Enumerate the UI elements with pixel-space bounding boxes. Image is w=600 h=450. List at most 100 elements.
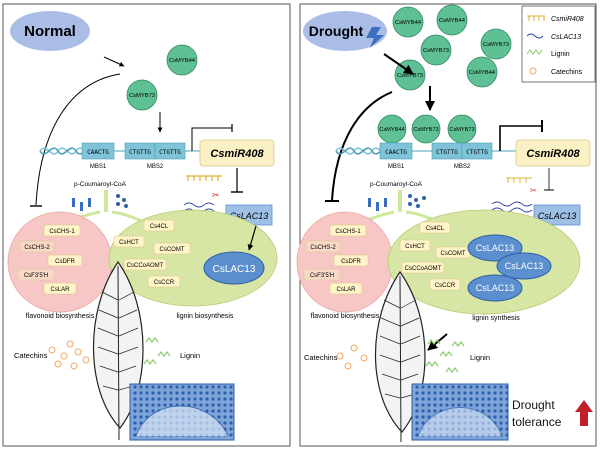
lac13-protein-label: CsLAC13 bbox=[213, 264, 256, 275]
lignin-squiggles bbox=[143, 337, 171, 365]
lignin-gene-1: CsHCT bbox=[119, 240, 139, 246]
lac13-mrna-1 bbox=[183, 202, 215, 208]
lignin-biosynthesis-label: lignin biosynthesis bbox=[177, 313, 234, 320]
legend-item-3: Catechins bbox=[551, 69, 583, 76]
outcome-line2: tolerance bbox=[512, 415, 562, 429]
leaf-veins bbox=[97, 291, 139, 391]
arrow-lac-box-to-protein bbox=[247, 225, 257, 251]
catechin-circles-r bbox=[336, 344, 368, 370]
flav-gene-2: CsDFR bbox=[55, 259, 75, 265]
flav-gene-0-box bbox=[43, 224, 81, 237]
csmir408-label-r: CsmiR408 bbox=[526, 148, 580, 160]
bound-myb-label-2: CsMYB73 bbox=[449, 127, 474, 133]
bound-myb-bubble-1 bbox=[411, 114, 441, 144]
seq-caactg-r: CAACTG bbox=[385, 149, 407, 156]
inhibit-curve bbox=[35, 73, 121, 206]
flav-gene-r-0: CsCHS-1 bbox=[335, 229, 361, 235]
myb44-label: CsMYB44 bbox=[169, 58, 196, 64]
catechin-circles bbox=[48, 340, 90, 370]
lignin-gene-r-0-box bbox=[419, 221, 451, 234]
promoter-arrow-r bbox=[499, 125, 542, 151]
catechins-label: Catechins bbox=[14, 351, 48, 360]
seq-ctgttg-2-r: CTGTTG bbox=[466, 149, 488, 156]
lac13-protein-label-r-0: CsLAC13 bbox=[476, 243, 515, 253]
lightning-icon bbox=[366, 27, 384, 48]
drought-title: Drought bbox=[309, 23, 364, 39]
coumaroyl-coa-label-r: p-Coumaroyl-CoA bbox=[370, 181, 423, 188]
lignin-gene-r-4: CsCCR bbox=[435, 283, 456, 289]
scissors-icon-r: ✂ bbox=[530, 186, 537, 195]
lignin-gene-r-1-box bbox=[399, 239, 431, 252]
leaf-veins-r bbox=[379, 299, 421, 399]
myb-label-r-1: CsMYB44 bbox=[439, 18, 466, 24]
lignin-gene-r-3-box bbox=[401, 261, 445, 274]
coa-dots bbox=[116, 194, 128, 208]
flav-gene-r-2: CsDFR bbox=[341, 259, 361, 265]
myb-bubble-r-2 bbox=[420, 34, 452, 66]
mirna-marks-r bbox=[506, 177, 532, 183]
lignin-squiggles-r bbox=[425, 339, 465, 373]
csmir408-box-r bbox=[515, 139, 591, 167]
left-panel: Normal CsMYB44 CsMYB73 CAACTG CTGTTG CTG… bbox=[7, 11, 278, 441]
bound-myb-label-0: CsMYB44 bbox=[379, 127, 404, 133]
lignin-gene-3: CsCCoAOMT bbox=[127, 263, 164, 269]
myb-bubble-r-4 bbox=[466, 56, 498, 88]
flavonoid-label: flavonoid biosynthesis bbox=[26, 313, 95, 320]
legend-catechin-icon bbox=[529, 67, 537, 75]
flav-gene-4-box bbox=[43, 282, 77, 295]
flav-gene-0: CsCHS-1 bbox=[49, 229, 75, 235]
lac13-protein-label-r-2: CsLAC13 bbox=[476, 283, 515, 293]
flav-gene-3-box bbox=[17, 268, 55, 281]
lignin-label: Lignin bbox=[180, 351, 200, 360]
mbs1-label-r: MBS1 bbox=[388, 164, 405, 170]
flav-gene-1-box bbox=[19, 240, 55, 253]
catechins-label-r: Catechins bbox=[304, 353, 338, 362]
mbs1-box-r bbox=[379, 142, 413, 160]
myb-label-r-0: CsMYB44 bbox=[395, 20, 422, 26]
lignin-gene-4-box bbox=[147, 275, 181, 288]
lignin-gene-2: CsCOMT bbox=[160, 247, 185, 253]
lignin-gene-r-1: CsHCT bbox=[405, 244, 425, 250]
lac13-mrna-r1 bbox=[491, 201, 533, 207]
u-marks-r bbox=[368, 198, 387, 211]
inhibit-curve-strong bbox=[331, 91, 393, 201]
myb-bubble-r-1 bbox=[436, 4, 468, 36]
flav-gene-r-1-box bbox=[305, 240, 341, 253]
flav-gene-r-3-box bbox=[303, 268, 341, 281]
mbs2-label-r: MBS2 bbox=[454, 164, 471, 170]
seq-ctgttg-1: CTGTTG bbox=[129, 149, 151, 156]
lignin-gene-2-box bbox=[153, 242, 191, 255]
mbs2-box-b bbox=[154, 142, 186, 160]
flav-gene-4: CsLAR bbox=[50, 287, 70, 293]
mbs1-box bbox=[81, 142, 115, 160]
myb-label-r-4: CsMYB44 bbox=[469, 70, 496, 76]
flav-gene-r-2-box bbox=[333, 254, 369, 267]
lac13-protein bbox=[203, 251, 265, 285]
lignin-synthesis-label-r: lignin synthesis bbox=[472, 315, 520, 322]
lignin-gene-0: Cs4CL bbox=[150, 224, 169, 230]
flav-gene-1: CsCHS-2 bbox=[24, 245, 50, 251]
cslac13-box-r bbox=[533, 204, 581, 226]
legend-item-0: CsmiR408 bbox=[551, 16, 584, 23]
flav-gene-r-0-box bbox=[329, 224, 367, 237]
tissue-vessel-r bbox=[417, 407, 503, 437]
lignin-gene-3-box bbox=[123, 258, 167, 271]
leaf-midrib-r bbox=[399, 275, 402, 443]
arrow-drought-to-myb bbox=[383, 53, 414, 75]
myb-label-r-3: CsMYB73 bbox=[483, 42, 509, 48]
legend-mrna-icon bbox=[526, 33, 544, 39]
bound-myb-label-1: CsMYB73 bbox=[413, 127, 438, 133]
flav-gene-r-4: CsLAR bbox=[336, 287, 356, 293]
lac13-protein-r-2 bbox=[467, 274, 523, 302]
drought-title-bubble bbox=[303, 11, 387, 51]
lignin-gene-r-2: CsCOMT bbox=[441, 251, 466, 257]
cslac13-label: CsLAC13 bbox=[230, 211, 269, 221]
normal-title: Normal bbox=[24, 23, 76, 40]
normal-title-bubble bbox=[10, 11, 90, 51]
